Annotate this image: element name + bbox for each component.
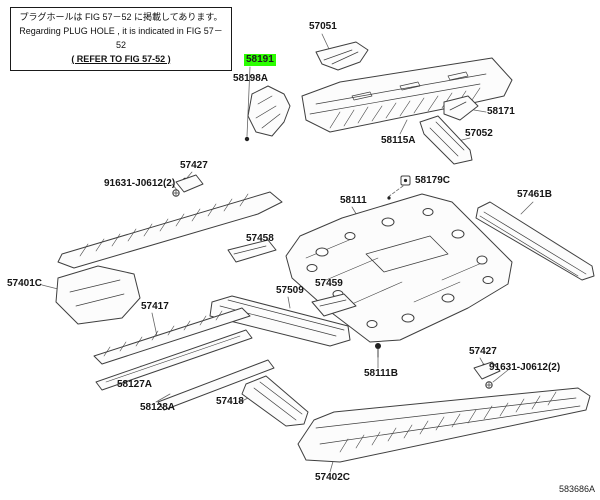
part-label-57401c[interactable]: 57401C bbox=[7, 278, 43, 289]
part-label-91631-bottom[interactable]: 91631-J0612(2) bbox=[489, 362, 561, 373]
note-line-ja: プラグホールは FIG 57－52 に掲載してあります。 bbox=[19, 12, 223, 22]
part-label-57418[interactable]: 57418 bbox=[216, 396, 244, 407]
part-label-91631-top[interactable]: 91631-J0612(2) bbox=[104, 178, 176, 189]
part-58115a-drawing bbox=[301, 57, 513, 133]
bolt-91631-bottom-icon bbox=[485, 381, 493, 389]
part-label-58127a[interactable]: 58127A bbox=[117, 379, 153, 390]
part-label-57459[interactable]: 57459 bbox=[315, 278, 343, 289]
part-label-57427-bottom[interactable]: 57427 bbox=[469, 346, 497, 357]
clip-58179c-icon bbox=[400, 175, 411, 186]
part-label-57052[interactable]: 57052 bbox=[465, 128, 493, 139]
part-57417-drawing bbox=[93, 307, 251, 365]
part-label-58115a[interactable]: 58115A bbox=[381, 135, 416, 146]
part-label-58191-highlighted[interactable]: 58191 bbox=[244, 54, 276, 66]
part-label-57417[interactable]: 57417 bbox=[141, 301, 169, 312]
part-label-57461b[interactable]: 57461B bbox=[517, 189, 553, 200]
part-label-58171[interactable]: 58171 bbox=[487, 106, 515, 117]
part-57458-drawing bbox=[227, 239, 277, 263]
part-label-57402c[interactable]: 57402C bbox=[315, 472, 351, 483]
part-57052-drawing bbox=[419, 115, 473, 165]
part-label-57509[interactable]: 57509 bbox=[276, 285, 304, 296]
note-line-en: Regarding PLUG HOLE , it is indicated in… bbox=[19, 25, 223, 50]
part-label-58111b[interactable]: 58111B bbox=[364, 368, 398, 379]
part-label-58198a[interactable]: 58198A bbox=[233, 73, 269, 84]
part-label-58111[interactable]: 58111 bbox=[340, 195, 367, 206]
part-front-side-rail-drawing bbox=[57, 191, 283, 269]
plug-hole-note: プラグホールは FIG 57－52 に掲載してあります。 Regarding P… bbox=[10, 7, 232, 71]
part-label-58128a[interactable]: 58128A bbox=[140, 402, 176, 413]
part-57461b-drawing bbox=[475, 201, 595, 281]
part-57427-top-drawing bbox=[175, 174, 204, 193]
part-57402c-drawing bbox=[297, 387, 591, 463]
part-57418-drawing bbox=[241, 375, 309, 427]
part-57051-drawing bbox=[315, 41, 369, 71]
part-label-57427-top[interactable]: 57427 bbox=[180, 160, 208, 171]
part-58111b-bolt-icon bbox=[375, 343, 381, 358]
part-58127a-drawing bbox=[95, 329, 253, 391]
part-57427-bottom-drawing bbox=[473, 361, 501, 380]
bolt-91631-top-icon bbox=[172, 189, 180, 197]
part-58128a-drawing bbox=[157, 359, 275, 411]
part-57401c-drawing bbox=[55, 265, 141, 325]
part-58171-drawing bbox=[443, 95, 479, 121]
part-label-58179c[interactable]: 58179C bbox=[415, 175, 451, 186]
part-57459-drawing bbox=[311, 293, 357, 317]
part-label-57051[interactable]: 57051 bbox=[309, 21, 337, 32]
part-58198a-drawing bbox=[247, 85, 291, 137]
diagram-id: 583686A bbox=[558, 484, 595, 494]
note-refer-line: ( REFER TO FIG 57-52 ) bbox=[71, 53, 171, 64]
part-label-57458[interactable]: 57458 bbox=[246, 233, 274, 244]
